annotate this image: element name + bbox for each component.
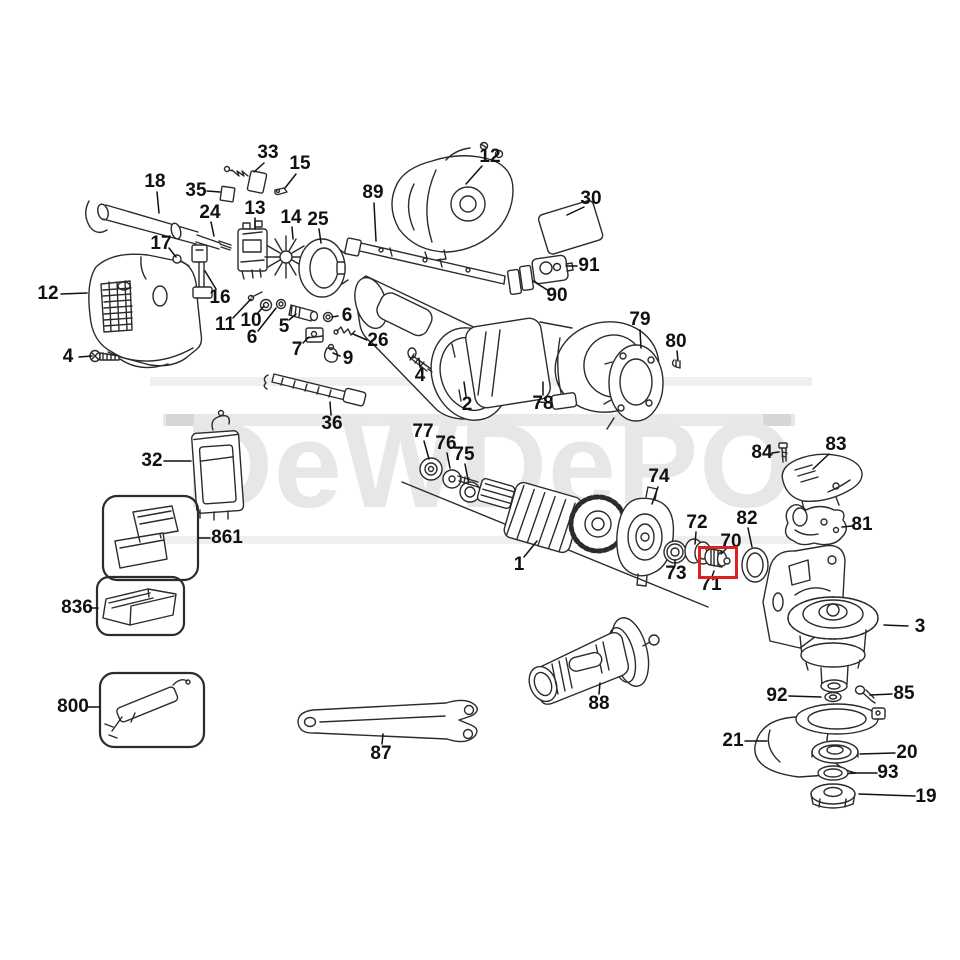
part-drawing-plate-90 — [506, 264, 535, 296]
part-drawing-bar-89 — [344, 237, 506, 285]
leader-line-10-19 — [256, 305, 265, 315]
part-drawing-washer-76 — [442, 469, 462, 489]
part-drawing-oring-82 — [741, 547, 769, 583]
leader-line-2-28 — [463, 381, 467, 397]
part-drawing-screw-85 — [854, 685, 876, 704]
part-drawing-small-parts-cluster — [247, 291, 356, 363]
leader-line-15-3 — [284, 173, 297, 189]
part-drawing-flange-79 — [603, 344, 664, 430]
leader-line-4-27 — [418, 358, 421, 368]
leader-line-19-54 — [858, 793, 916, 797]
leader-line-87-56 — [381, 733, 384, 745]
part-drawing-baffle-25 — [298, 238, 349, 298]
part-drawing-housing-left-12 — [88, 253, 203, 369]
leader-line-26-24 — [352, 333, 368, 341]
leader-line-33-2 — [253, 162, 265, 173]
leader-line-88-55 — [598, 682, 601, 695]
part-drawing-switch-13 — [237, 220, 268, 280]
leader-lines — [60, 162, 916, 797]
leader-line-85-50 — [869, 693, 893, 696]
part-drawing-brush-33 — [223, 165, 268, 194]
part-drawing-switch-32 — [191, 409, 245, 521]
leader-line-16-17 — [204, 270, 217, 290]
part-drawing-clip-15 — [274, 187, 288, 196]
leader-line-70-42 — [720, 548, 727, 555]
leader-line-11-18 — [232, 298, 252, 319]
leader-line-18-0 — [156, 191, 160, 214]
leader-line-92-49 — [788, 695, 822, 698]
part-drawing-pad-35 — [219, 185, 236, 203]
part-drawing-brush-holder-16 — [191, 244, 213, 299]
leader-line-76-36 — [446, 452, 451, 469]
leader-line-84-45 — [771, 451, 780, 454]
leader-line-14-6 — [291, 226, 294, 240]
leader-line-80-14 — [676, 350, 679, 362]
part-drawing-screw-17 — [172, 254, 190, 267]
part-drawing-washer-93 — [817, 765, 849, 781]
part-drawing-screw-84 — [778, 442, 788, 463]
leader-line-9-25 — [332, 352, 341, 357]
watermark-band — [150, 536, 812, 544]
leader-line-89-8 — [373, 202, 377, 242]
leader-line-36-29 — [329, 401, 332, 416]
leader-line-72-41 — [694, 531, 697, 545]
leader-line-74-39 — [651, 486, 659, 505]
leader-line-25-7 — [318, 228, 322, 244]
leader-line-3-48 — [883, 624, 909, 627]
part-drawing-screw-4-right — [407, 347, 433, 373]
part-drawing-flange-74 — [616, 486, 675, 587]
part-drawing-kitbox-836 — [95, 575, 186, 637]
part-drawing-screw-4-left — [89, 349, 120, 363]
highlight-box-part-70 — [698, 546, 738, 579]
leader-line-75-37 — [464, 463, 469, 481]
part-drawing-grease-tool-800 — [98, 671, 206, 749]
leader-line-30-10 — [566, 206, 585, 216]
part-drawing-washer-92 — [824, 691, 842, 703]
part-drawing-bracket-81 — [784, 503, 847, 546]
leader-line-20-52 — [859, 752, 896, 755]
watermark-ribbon-cap-right — [763, 414, 791, 426]
part-drawing-rod-18 — [85, 200, 232, 251]
leader-line-83-46 — [812, 453, 830, 470]
leader-line-6-20 — [257, 307, 277, 332]
leader-line-12-15 — [60, 292, 88, 295]
leader-line-6-22 — [331, 315, 339, 318]
leader-line-35-1 — [206, 190, 221, 193]
part-drawing-housing-top-12 — [391, 141, 514, 262]
leader-line-77-35 — [423, 440, 430, 460]
leader-line-1-38 — [523, 540, 538, 558]
part-drawing-bearing-77 — [419, 457, 443, 481]
leader-line-82-44 — [747, 527, 753, 548]
part-drawing-gearcase-3 — [762, 544, 879, 693]
leader-line-81-47 — [841, 525, 853, 528]
part-drawing-button-91 — [531, 254, 574, 285]
watermark-ribbon-cap-left — [166, 414, 194, 426]
part-drawing-flange-20 — [811, 740, 859, 764]
leader-line-12-9 — [465, 165, 483, 185]
watermark-text: DeWDePO — [184, 397, 796, 533]
part-drawing-kitbox-861 — [101, 494, 200, 582]
leader-line-24-4 — [210, 221, 215, 237]
part-drawing-side-handle-88 — [528, 617, 660, 705]
part-drawing-cover-83 — [781, 453, 863, 510]
part-drawing-clamp-nut-19 — [810, 783, 856, 809]
part-drawing-cord-guard-36 — [263, 373, 367, 407]
part-drawing-guard-21 — [754, 703, 886, 778]
leader-line-79-13 — [639, 329, 642, 349]
part-drawing-nameplate-30 — [537, 199, 604, 255]
leader-line-4-26 — [78, 355, 93, 358]
leader-line-7-23 — [302, 336, 310, 344]
leader-line-5-21 — [288, 313, 297, 321]
part-drawing-wrench-87 — [297, 699, 478, 743]
leader-line-17-16 — [168, 247, 177, 258]
part-drawing-screw-80 — [671, 359, 681, 369]
leader-line-90-12 — [532, 280, 550, 292]
part-drawing-ring-75 — [459, 481, 481, 503]
